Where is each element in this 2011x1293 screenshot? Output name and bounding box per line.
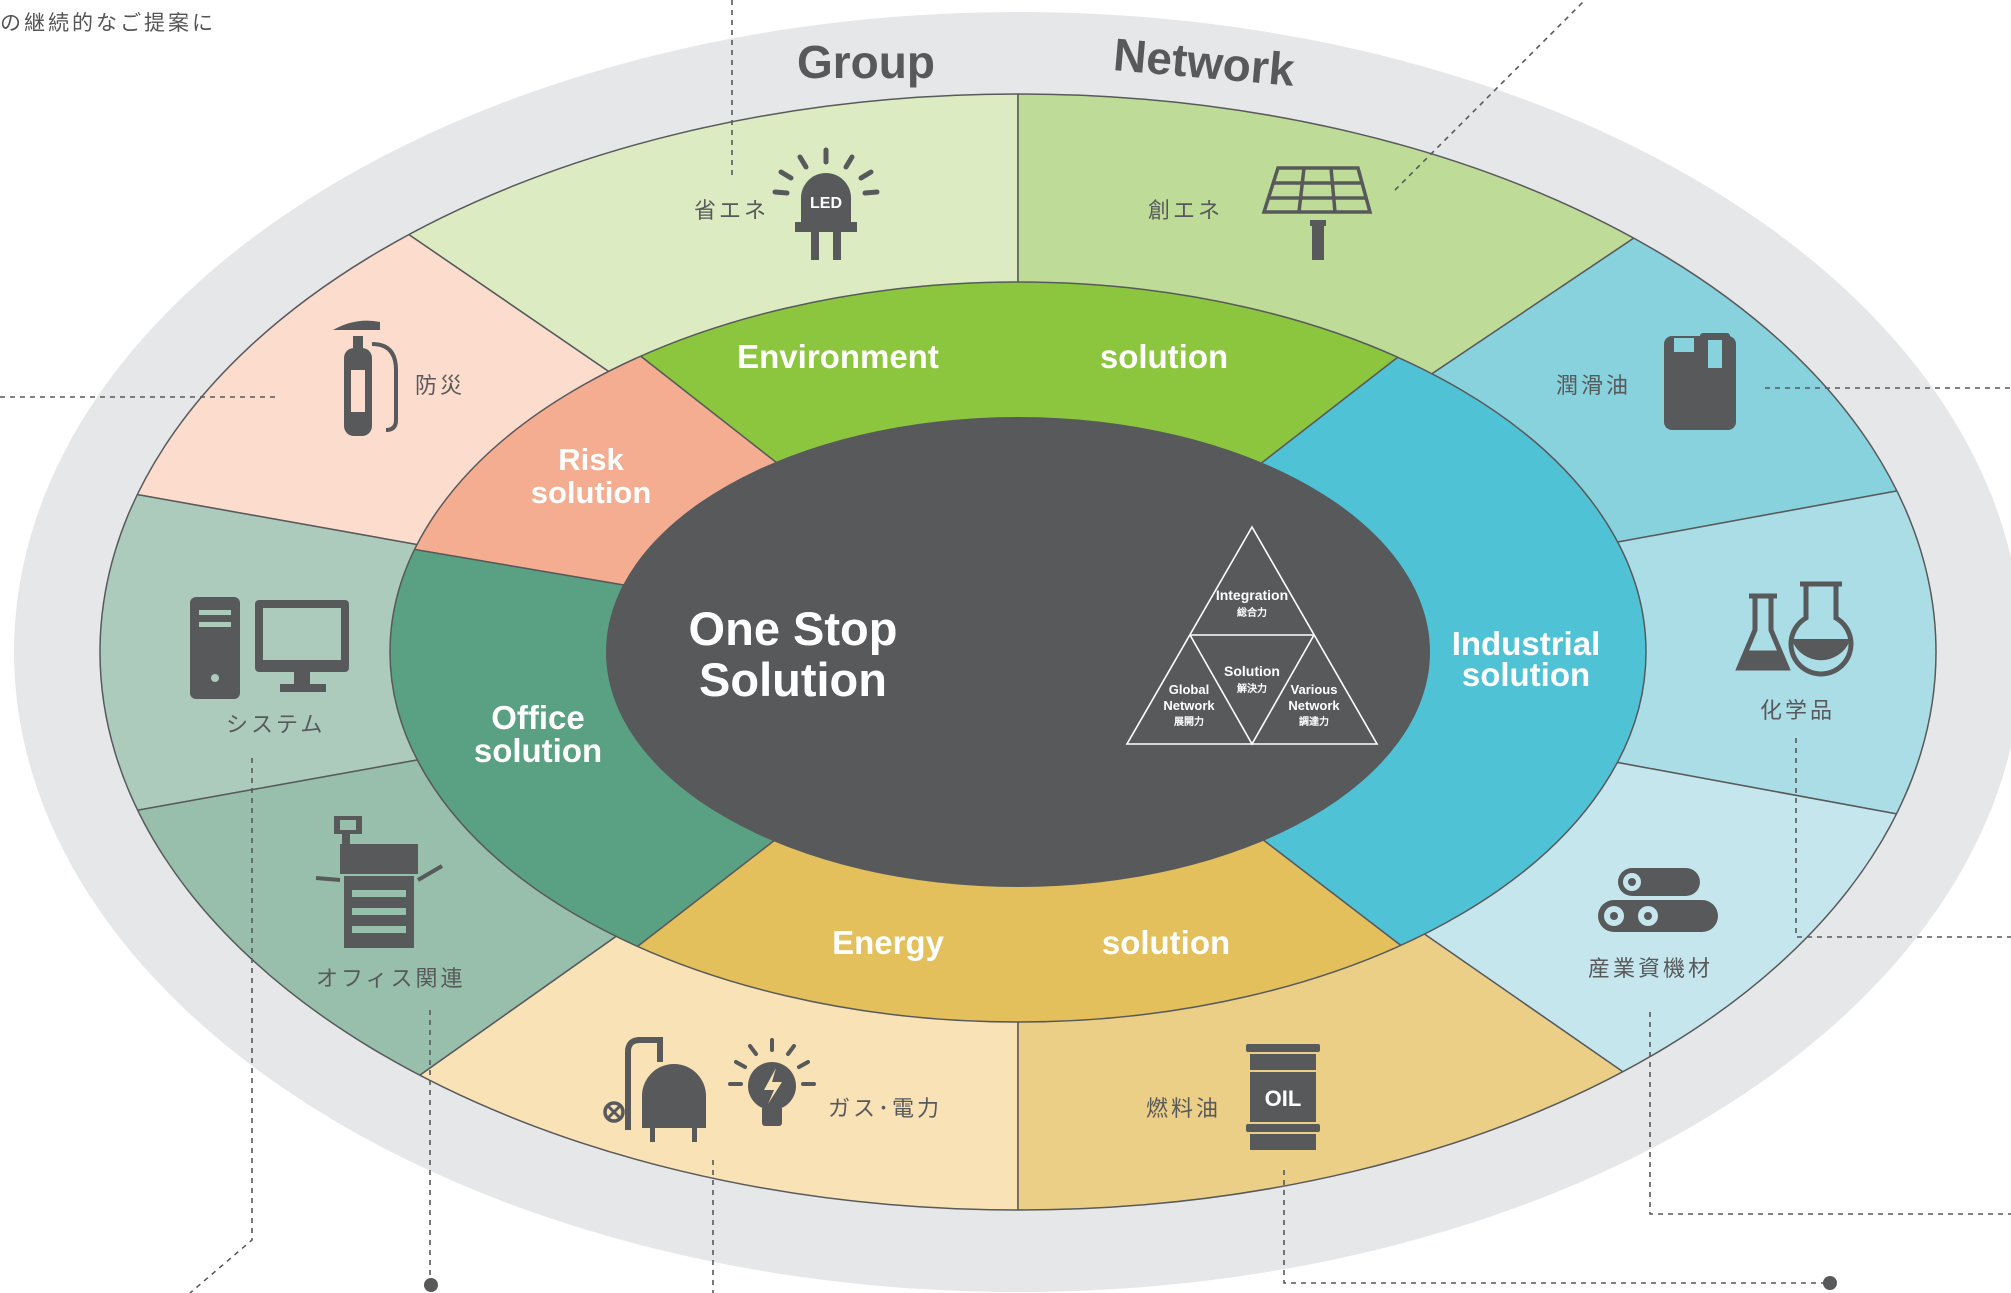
led-lamp-icon: LED: [772, 147, 880, 260]
energy-solution-label: solution: [1102, 924, 1230, 961]
triangle-various-jp: 調達力: [1299, 715, 1329, 728]
triangle-diagram: [1125, 525, 1379, 746]
computer-icon: [190, 597, 349, 699]
intro-text: の継続的なご提案に: [0, 11, 216, 35]
oil-drum-icon: OIL: [1246, 1044, 1320, 1150]
center-one-stop-solution: [606, 417, 1430, 887]
triangle-integration: Integration: [1216, 587, 1288, 603]
lubricant-label: 潤滑油: [1556, 374, 1631, 399]
office-label: Office: [491, 699, 585, 736]
triangle-global-jp: 展開力: [1174, 715, 1204, 728]
risk-solution-label: solution: [531, 475, 652, 510]
oil-drum-text: OIL: [1265, 1086, 1302, 1111]
triangle-integration-jp: 総合力: [1237, 606, 1267, 619]
oil-canister-icon: [1664, 333, 1736, 430]
energy-label: Energy: [832, 924, 945, 961]
office-solution-label: solution: [474, 732, 602, 769]
center-title-line1: One Stop: [689, 602, 898, 655]
energy-saving-label: 省エネ: [694, 199, 769, 224]
connector-dot-fuel: [1823, 1276, 1837, 1290]
gas-power-label: ガス･電力: [828, 1097, 942, 1122]
environment-label: Environment: [737, 338, 939, 375]
industrial-label: Industrial: [1452, 625, 1601, 662]
triangle-various: Various: [1291, 682, 1338, 697]
center-title-line2: Solution: [699, 653, 887, 706]
industrial-solution-label: solution: [1462, 656, 1590, 693]
materials-label: 産業資機材: [1588, 957, 1713, 982]
copier-icon: [315, 816, 444, 948]
triangle-solution: Solution: [1224, 663, 1280, 679]
gas-tank-bulb-icon: [603, 1037, 816, 1142]
chemical-label: 化学品: [1760, 699, 1835, 724]
energy-creation-label: 創エネ: [1148, 199, 1223, 224]
fuel-oil-label: 燃料油: [1146, 1097, 1221, 1122]
triangle-various-network: Network: [1288, 698, 1340, 713]
triangle-global: Global: [1169, 682, 1209, 697]
disaster-label: 防災: [415, 374, 465, 399]
rolls-icon: [1598, 868, 1718, 932]
triangle-global-network: Network: [1163, 698, 1215, 713]
group-label: Group: [797, 36, 935, 88]
solar-panel-icon: [1261, 166, 1373, 260]
risk-label: Risk: [558, 442, 624, 477]
system-label: システム: [226, 713, 325, 738]
office-item-label: オフィス関連: [316, 967, 466, 992]
triangle-solution-jp: 解決力: [1237, 682, 1267, 695]
led-icon-text: LED: [810, 195, 842, 212]
environment-solution-label: solution: [1100, 338, 1228, 375]
connector-dot-office: [424, 1278, 438, 1292]
fire-extinguisher-icon: [333, 320, 398, 436]
flask-icon: [1735, 581, 1854, 677]
